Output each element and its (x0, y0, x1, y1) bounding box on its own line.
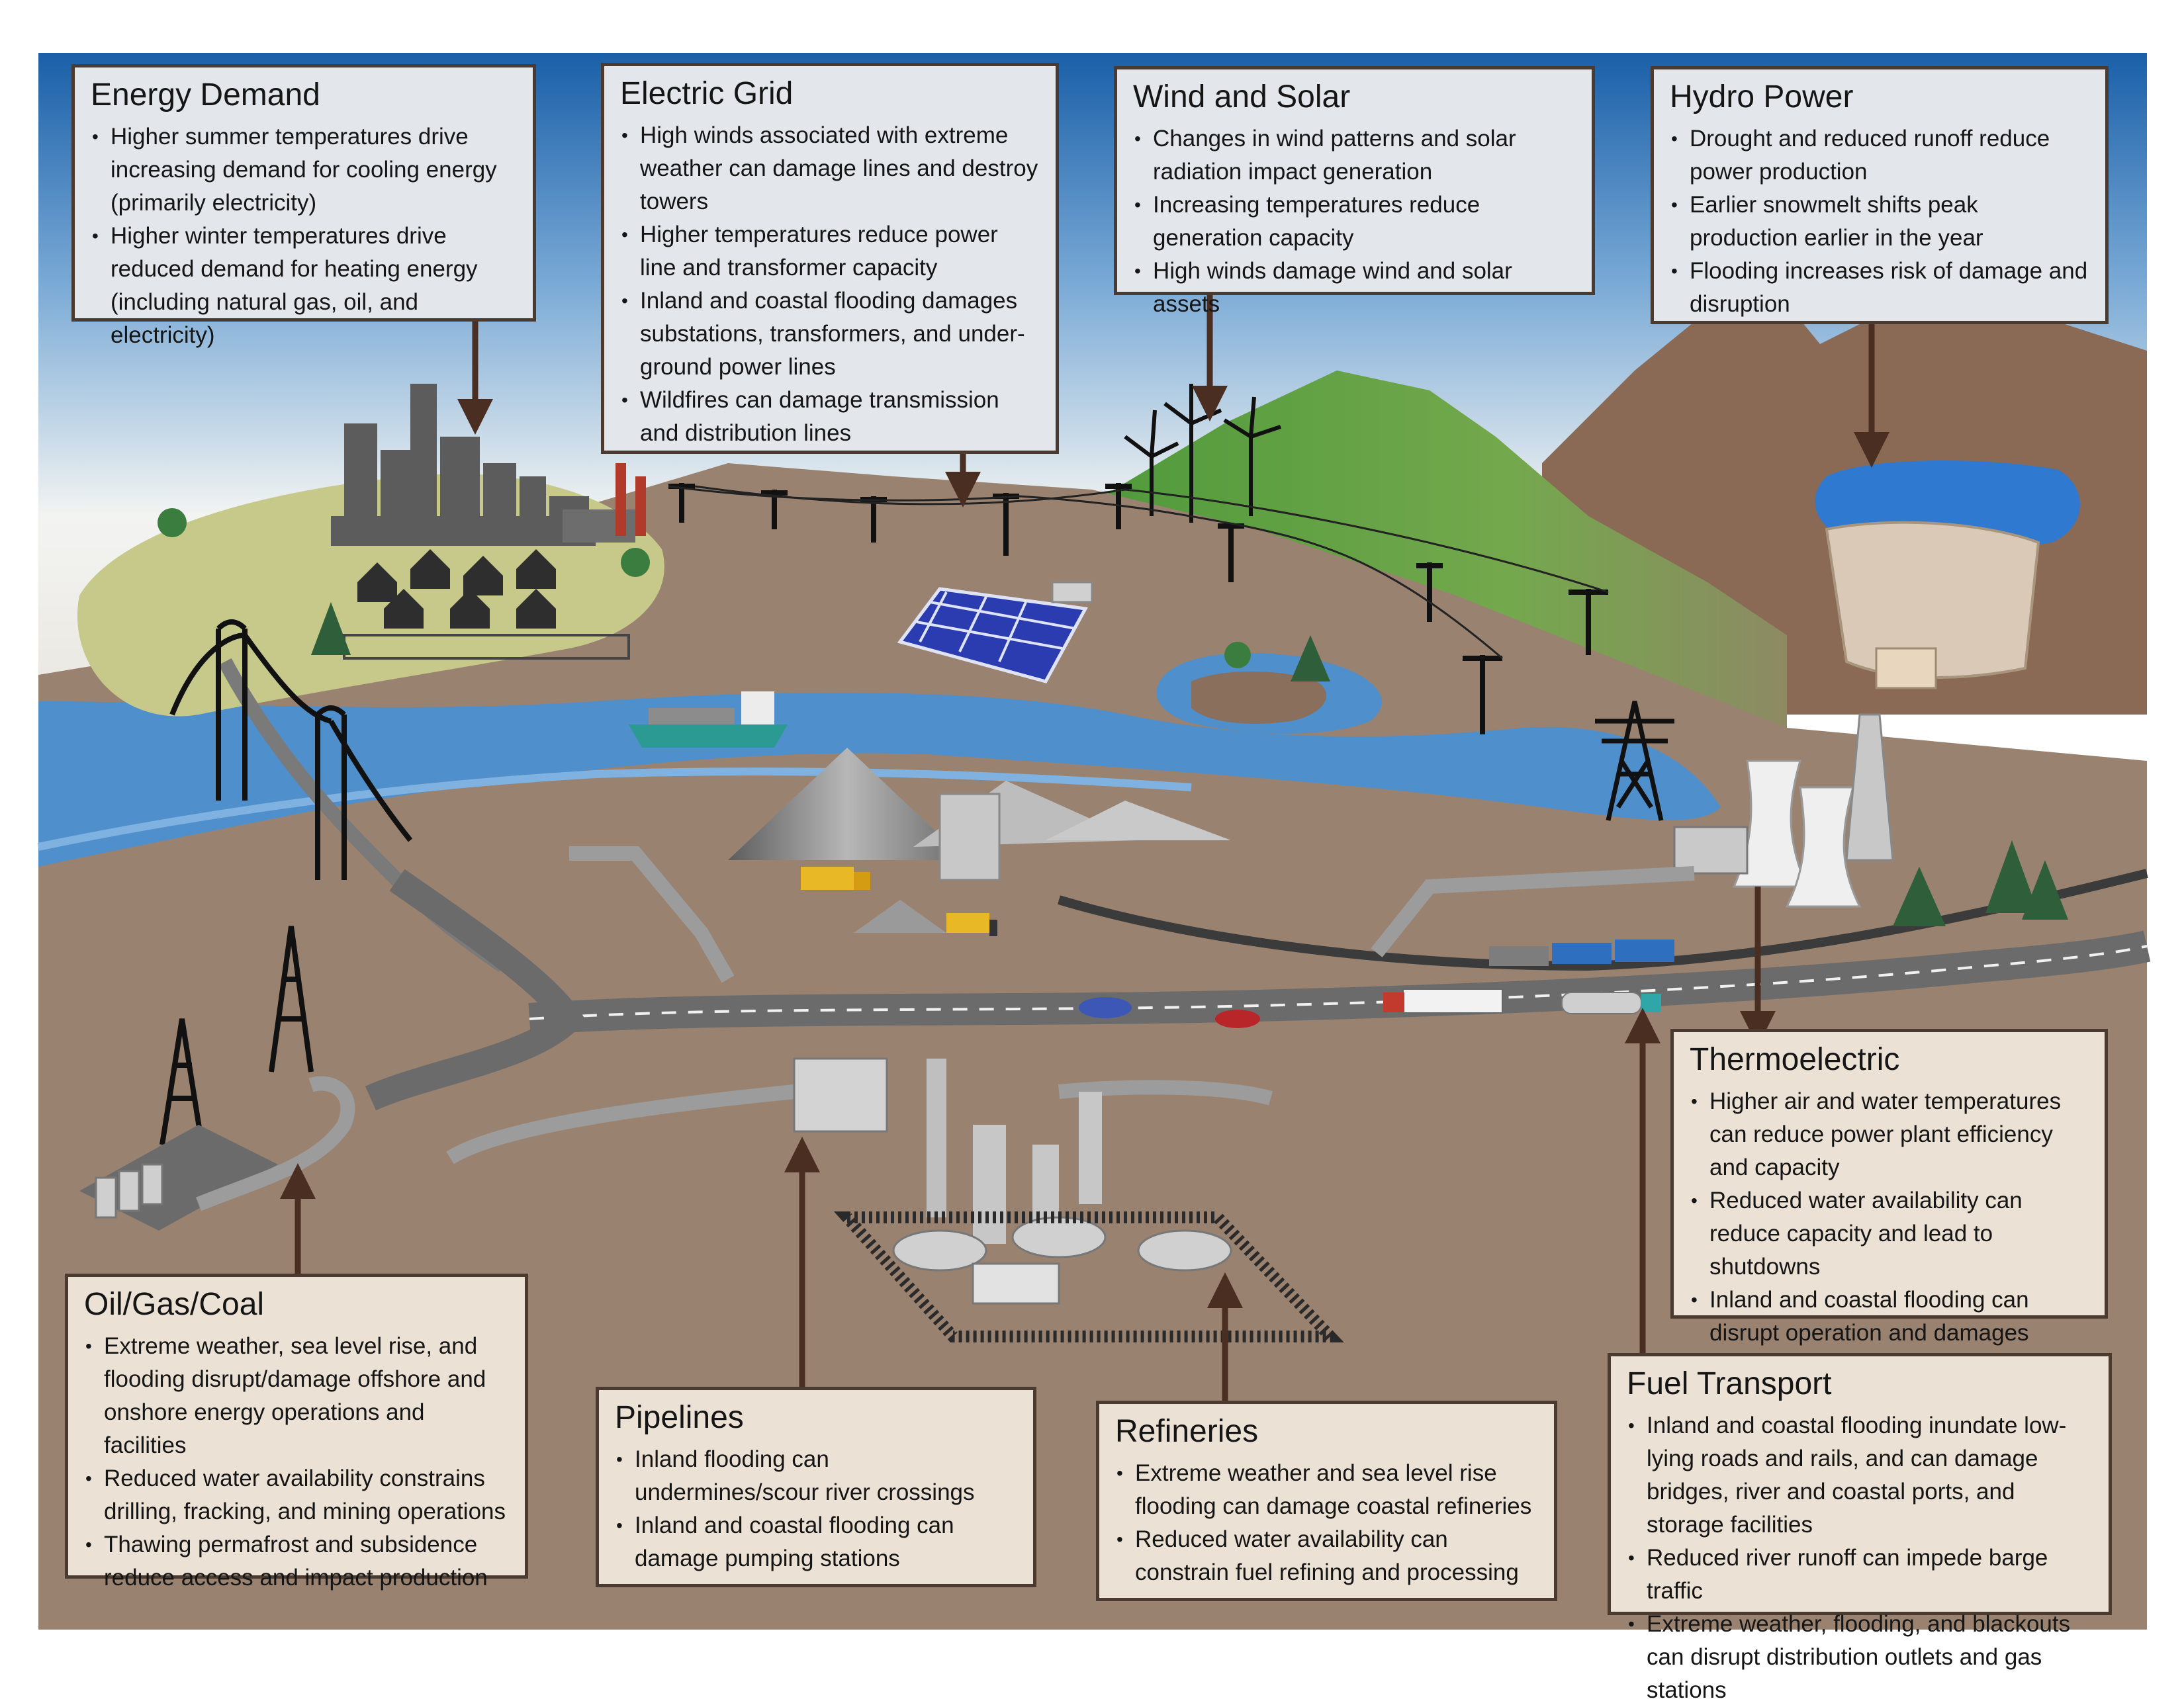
electric-grid-box: Electric Grid High winds associated with… (601, 63, 1059, 454)
oil-gas-coal-title: Oil/Gas/Coal (84, 1287, 265, 1322)
dump-truck-icon (801, 867, 870, 890)
hydro-power-list: Drought and reduced runoff reduce power … (1670, 122, 2088, 321)
oil-gas-coal-box: Oil/Gas/Coal Extreme weather, sea level … (65, 1274, 528, 1591)
hydro-power-box: Hydro Power Drought and reduced runoff r… (1651, 66, 2109, 324)
fuel-transport-list: Inland and coastal flooding inundate low… (1627, 1409, 2091, 1707)
car-icon (1215, 1010, 1260, 1028)
bulldozer-icon (946, 913, 997, 936)
wind-solar-list: Changes in wind patterns and solar radia… (1133, 122, 1574, 321)
train-icon (1489, 940, 1674, 966)
refineries-box: Refineries Extreme weather and sea level… (1096, 1401, 1557, 1601)
thermoelectric-title: Thermoelectric (1690, 1042, 1900, 1077)
fuel-transport-item: Inland and coastal flooding inundate low… (1627, 1409, 2091, 1542)
thermoelectric-item: Higher air and water temperatures can re… (1690, 1085, 2087, 1184)
electric-grid-list: High winds associated with extreme weath… (620, 119, 1038, 450)
cargo-ship-icon (629, 691, 788, 748)
pipelines-item: Inland flooding can undermines/scour riv… (615, 1443, 1016, 1509)
fuel-transport-item: Reduced river runoff can impede barge tr… (1627, 1542, 2091, 1608)
factory-icon (563, 463, 646, 543)
cooling-tower-icon (1732, 760, 1862, 908)
bridge-icon (169, 619, 413, 880)
hydro-power-title: Hydro Power (1670, 79, 1854, 114)
thermoelectric-item: Reduced water availability can reduce ca… (1690, 1184, 2087, 1284)
energy-demand-title: Energy Demand (91, 77, 320, 112)
wind-solar-item: High winds damage wind and solar assets (1133, 255, 1574, 321)
wind-solar-item: Changes in wind patterns and solar radia… (1133, 122, 1574, 189)
wind-solar-box: Wind and Solar Changes in wind patterns … (1114, 66, 1595, 317)
fuel-transport-item: Extreme weather, flooding, and blackouts… (1627, 1608, 2091, 1707)
coal-pile-icon (728, 748, 966, 860)
refinery-icon (793, 1057, 1232, 1305)
coal-pile-icon (1046, 801, 1231, 840)
house-icon (357, 549, 556, 629)
wind-solar-title: Wind and Solar (1133, 79, 1351, 114)
small-island (1191, 672, 1327, 724)
pipelines-item: Inland and coastal flooding can damage p… (615, 1509, 1016, 1575)
electric-grid-item: Inland and coastal flooding damages subs… (620, 284, 1038, 384)
oil-gas-coal-list: Extreme weather, sea level rise, and flo… (84, 1330, 508, 1595)
energy-demand-item: Higher winter temperatures drive reduced… (91, 220, 516, 352)
fuel-transport-title: Fuel Transport (1627, 1366, 1832, 1401)
oil-gas-coal-item: Reduced water availability constrains dr… (84, 1462, 508, 1528)
tanker-truck-icon (1561, 992, 1661, 1014)
pipelines-title: Pipelines (615, 1400, 744, 1435)
refineries-item: Extreme weather and sea level rise flood… (1115, 1457, 1537, 1523)
connector-arrows (280, 295, 1889, 1401)
pipeline-icon (195, 846, 1695, 1211)
thermoelectric-list: Higher air and water temperatures can re… (1690, 1085, 2087, 1383)
hydro-power-item: Earlier snowmelt shifts peak production … (1670, 189, 2088, 255)
oil-gas-coal-item: Thawing permafrost and subsidence reduce… (84, 1528, 508, 1595)
energy-demand-item: Higher summer temperatures drive increas… (91, 120, 516, 220)
powerhouse (1875, 647, 1937, 689)
hydro-power-item: Drought and reduced runoff reduce power … (1670, 122, 2088, 189)
refineries-item: Reduced water availability can constrain… (1115, 1523, 1537, 1589)
oil-gas-coal-item: Extreme weather, sea level rise, and flo… (84, 1330, 508, 1462)
electric-grid-item: High winds associated with extreme weath… (620, 119, 1038, 218)
palm-tree-icon (158, 508, 1251, 668)
wind-solar-item: Increasing temperatures reduce generatio… (1133, 189, 1574, 255)
refineries-list: Extreme weather and sea level rise flood… (1115, 1457, 1537, 1589)
coal-conveyor (938, 793, 1001, 881)
pipelines-list: Inland flooding can undermines/scour riv… (615, 1443, 1016, 1575)
hydro-power-item: Flooding increases risk of damage and di… (1670, 255, 2088, 321)
semi-truck-icon (1383, 988, 1503, 1014)
city-skyline-icon (331, 384, 596, 546)
storage-tank-icon (95, 1163, 163, 1219)
plant-building (1673, 826, 1749, 875)
oil-derrick-icon (159, 926, 314, 1145)
smokestack-icon (1845, 713, 1894, 861)
railway (1057, 869, 2148, 971)
energy-demand-box: Energy Demand Higher summer temperatures… (71, 64, 536, 348)
river-edge (37, 767, 1192, 851)
car-icon (1079, 997, 1132, 1018)
refineries-title: Refineries (1115, 1414, 1259, 1449)
river (38, 692, 1721, 867)
thermoelectric-box: Thermoelectric Higher air and water temp… (1670, 1029, 2108, 1379)
pipelines-box: Pipelines Inland flooding can undermines… (596, 1387, 1036, 1587)
roundabout-road (365, 869, 586, 1111)
electric-grid-item: Wildfires can damage transmission and di… (620, 384, 1038, 450)
solar-panel-icon (897, 587, 1088, 683)
coal-pile-icon (854, 900, 946, 933)
refinery-fence (833, 1211, 1344, 1342)
electric-grid-item: Higher temperatures reduce power line an… (620, 218, 1038, 284)
transmission-tower-icon (1595, 701, 1674, 821)
energy-demand-list: Higher summer temperatures drive increas… (91, 120, 516, 352)
fuel-transport-box: Fuel Transport Inland and coastal floodi… (1608, 1353, 2112, 1703)
pine-tree-icon (311, 602, 2068, 926)
power-lines (668, 485, 1609, 660)
electric-grid-title: Electric Grid (620, 76, 794, 111)
inverter-box (1051, 581, 1093, 603)
